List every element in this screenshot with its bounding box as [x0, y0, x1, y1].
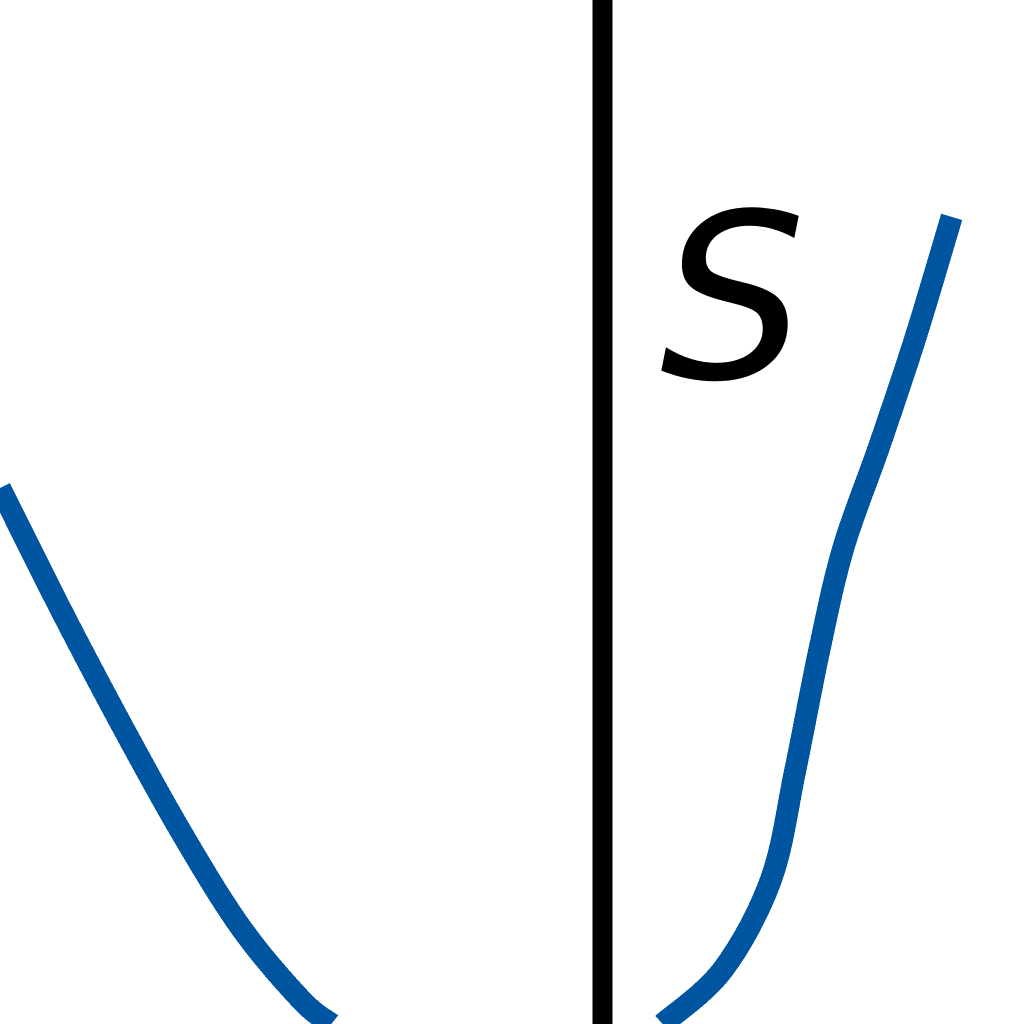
y-axis-label: S [660, 166, 806, 433]
series-curve-2 [655, 213, 963, 1024]
plot-area [0, 0, 963, 1024]
series-curve-1 [0, 482, 339, 1024]
